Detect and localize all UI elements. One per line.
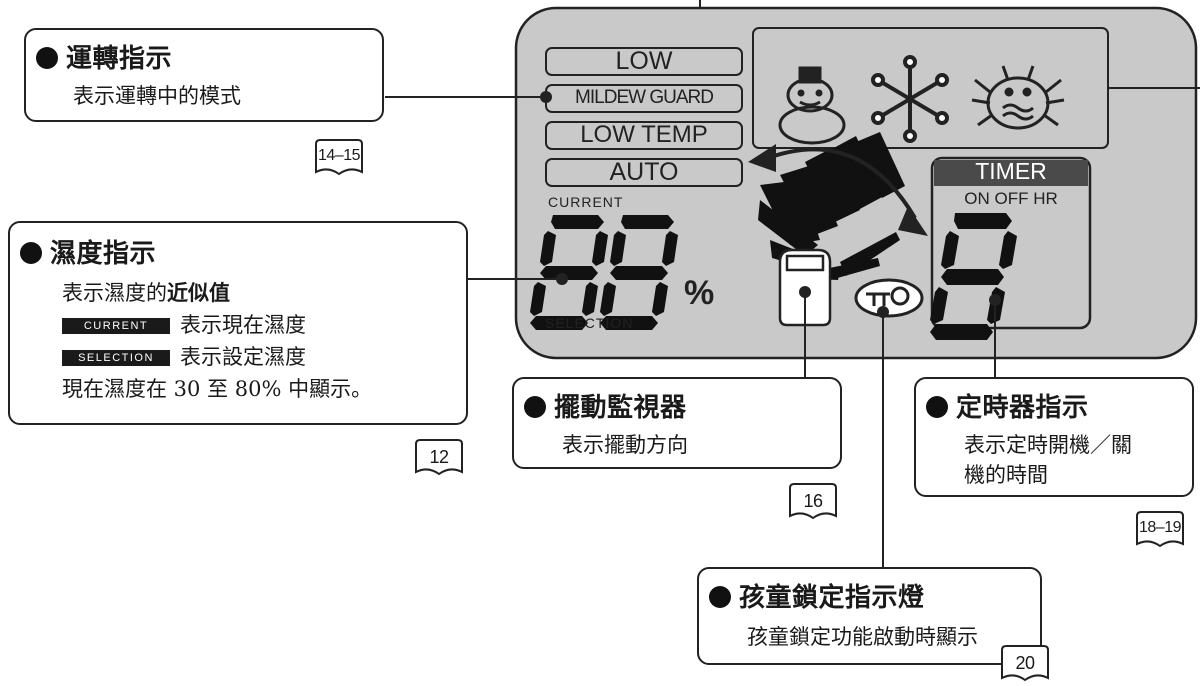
callout-swing-desc: 表示擺動方向 [562, 433, 688, 457]
page-book-icon [1136, 511, 1184, 548]
callout-humidity-title: 濕度指示 [20, 233, 156, 270]
current-tag: CURRENT [62, 318, 170, 334]
pageref-operation: 14–15 [314, 138, 364, 176]
mode-low: LOW [545, 47, 743, 76]
callout-childlock-title: 孩童鎖定指示燈 [709, 577, 925, 614]
callout-humidity-desc: 表示濕度的近似值 [62, 281, 230, 305]
callout-timer-desc-1: 表示定時開機／關 [964, 433, 1132, 457]
bullet-icon [926, 396, 948, 418]
mite-icon [971, 65, 1065, 130]
pageref-operation-label: 14–15 [318, 147, 361, 164]
callout-operation-desc: 表示運轉中的模式 [73, 84, 241, 108]
bullet-icon [709, 586, 731, 608]
bullet-icon [36, 47, 58, 69]
callout-childlock: 孩童鎖定指示燈 孩童鎖定功能啟動時顯示 [697, 567, 1042, 665]
swing-arrow-icon [767, 147, 917, 220]
callout-operation-title: 運轉指示 [36, 38, 172, 75]
callout-operation: 運轉指示 表示運轉中的模式 [24, 28, 384, 122]
selection-tag: SELECTION [62, 350, 170, 366]
mode-low-temp-label: LOW TEMP [580, 121, 708, 148]
callout-timer-title: 定時器指示 [926, 387, 1089, 424]
mode-auto: AUTO [545, 158, 743, 187]
key-lock-icon [854, 278, 924, 318]
bullet-icon [524, 396, 546, 418]
page-book-icon [315, 139, 363, 176]
humidity-digits [530, 215, 678, 330]
callout-timer: 定時器指示 表示定時開機／關 機的時間 [914, 377, 1194, 497]
callout-timer-desc-2: 機的時間 [964, 463, 1048, 487]
callout-humidity-range: 現在濕度在 30 至 80% 中顯示。 [62, 377, 373, 401]
mode-low-label: LOW [615, 47, 673, 75]
swing-arrow-left-head [748, 144, 776, 172]
snowman-icon [778, 66, 846, 145]
callout-childlock-desc: 孩童鎖定功能啟動時顯示 [747, 625, 978, 649]
swing-arrow-right-head [898, 206, 928, 236]
page-book-icon [415, 439, 463, 476]
pageref-swing-label: 16 [803, 491, 823, 511]
percent-sign: % [684, 274, 715, 312]
pageref-childlock-label: 20 [1015, 653, 1035, 673]
pageref-humidity-label: 12 [429, 447, 449, 467]
mode-mildew-guard-label: MILDEW GUARD [575, 87, 714, 108]
pageref-timer: 18–19 [1135, 510, 1185, 548]
pageref-childlock: 20 [1000, 644, 1050, 682]
page-book-icon [789, 483, 837, 520]
timer-sub-label: ON OFF HR [964, 189, 1058, 208]
timer-title: TIMER [975, 158, 1047, 184]
timer-header-bar [934, 160, 1088, 186]
mode-low-temp: LOW TEMP [545, 121, 743, 150]
callout-swing: 擺動監視器 表示擺動方向 [512, 377, 842, 469]
bullet-icon [20, 242, 42, 264]
pageref-timer-label: 18–19 [1139, 519, 1182, 536]
current-label: CURRENT [548, 194, 624, 210]
callout-swing-title: 擺動監視器 [524, 387, 687, 424]
pageref-humidity: 12 [414, 438, 464, 476]
snowflake-icon [871, 55, 949, 143]
mode-auto-label: AUTO [609, 158, 679, 186]
selection-label: SELECTION [545, 315, 634, 331]
page-book-icon [1001, 645, 1049, 682]
pageref-swing: 16 [788, 482, 838, 520]
mode-mildew-guard: MILDEW GUARD [545, 84, 743, 113]
